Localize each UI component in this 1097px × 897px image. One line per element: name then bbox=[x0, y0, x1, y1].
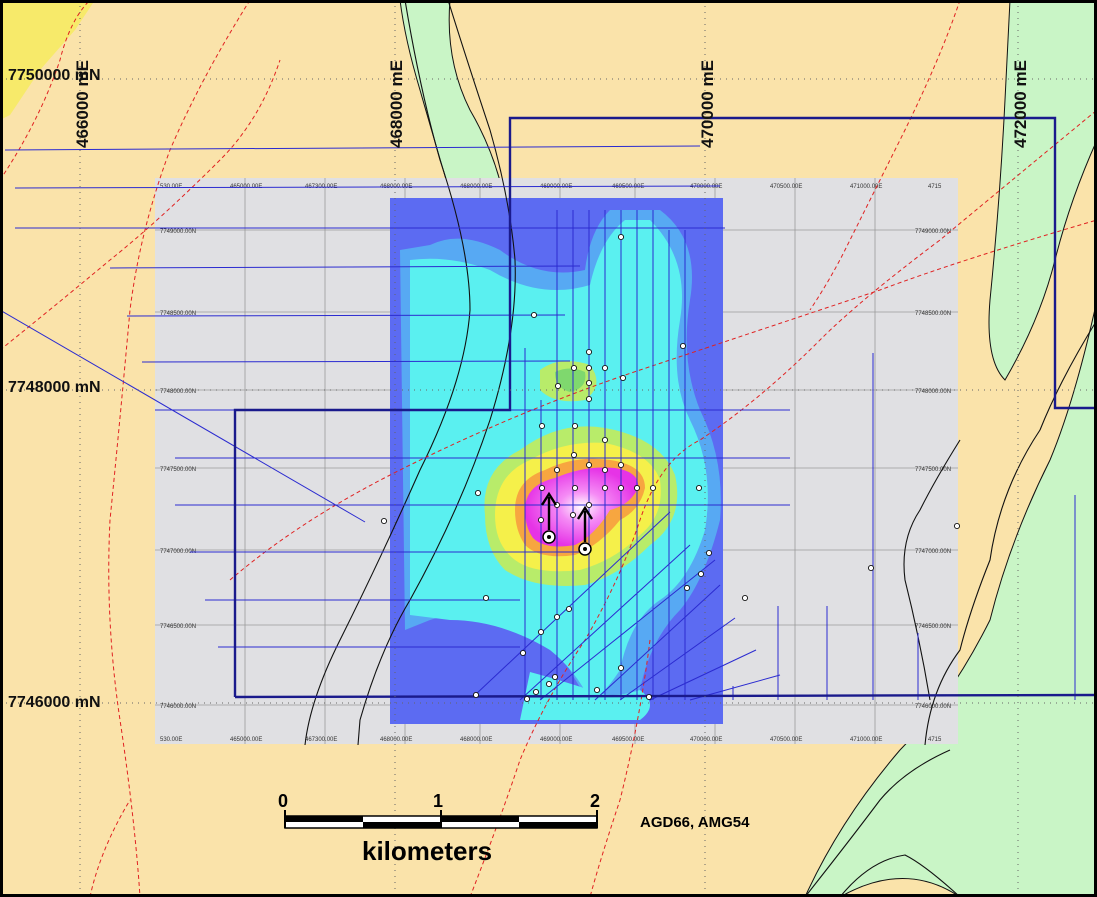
svg-text:470500.00E: 470500.00E bbox=[770, 737, 802, 743]
svg-text:7747000.00N: 7747000.00N bbox=[160, 549, 196, 555]
svg-text:468000.00E: 468000.00E bbox=[380, 737, 412, 743]
scale-unit-label: kilometers bbox=[362, 836, 492, 866]
svg-text:7749000.00N: 7749000.00N bbox=[160, 229, 196, 235]
svg-text:471000.00E: 471000.00E bbox=[850, 737, 882, 743]
svg-text:7747000.00N: 7747000.00N bbox=[915, 549, 951, 555]
drill-target-2 bbox=[576, 505, 594, 556]
easting-label-1: 466000 mE bbox=[73, 60, 92, 148]
survey-lines bbox=[0, 145, 1076, 701]
svg-text:7746500.00N: 7746500.00N bbox=[160, 624, 196, 630]
northing-label-2: 7748000 mN bbox=[8, 379, 101, 396]
svg-text:470500.00E: 470500.00E bbox=[770, 184, 802, 190]
drill-holes bbox=[380, 233, 961, 703]
easting-label-2: 468000 mE bbox=[387, 60, 406, 148]
datum-label: AGD66, AMG54 bbox=[640, 814, 750, 831]
svg-text:7747500.00N: 7747500.00N bbox=[915, 467, 951, 473]
easting-label-4: 472000 mE bbox=[1011, 60, 1030, 148]
svg-text:4715: 4715 bbox=[928, 737, 942, 743]
svg-text:7748500.00N: 7748500.00N bbox=[160, 311, 196, 317]
svg-text:7749000.00N: 7749000.00N bbox=[915, 229, 951, 235]
svg-text:470000.00E: 470000.00E bbox=[690, 184, 722, 190]
svg-text:468000.00E: 468000.00E bbox=[460, 737, 492, 743]
svg-text:469000.00E: 469000.00E bbox=[540, 737, 572, 743]
svg-text:530.00E: 530.00E bbox=[160, 184, 182, 190]
svg-text:4715: 4715 bbox=[928, 184, 942, 190]
svg-text:469000.00E: 469000.00E bbox=[540, 184, 572, 190]
easting-label-3: 470000 mE bbox=[698, 60, 717, 148]
svg-text:7747500.00N: 7747500.00N bbox=[160, 467, 196, 473]
scale-tick-1: 1 bbox=[433, 791, 443, 811]
drill-target-1 bbox=[540, 491, 558, 544]
svg-text:465000.00E: 465000.00E bbox=[230, 737, 262, 743]
svg-text:7746500.00N: 7746500.00N bbox=[915, 624, 951, 630]
svg-text:7748000.00N: 7748000.00N bbox=[160, 389, 196, 395]
svg-text:7748500.00N: 7748500.00N bbox=[915, 311, 951, 317]
scale-bar: 0 1 2 kilometers bbox=[278, 791, 600, 866]
svg-text:471000.00E: 471000.00E bbox=[850, 184, 882, 190]
svg-text:7746000.00N: 7746000.00N bbox=[915, 704, 951, 710]
tenement-boundary bbox=[233, 116, 1097, 699]
svg-text:469500.00E: 469500.00E bbox=[612, 184, 644, 190]
svg-text:469500.00E: 469500.00E bbox=[612, 737, 644, 743]
northing-label-1: 7750000 mN bbox=[8, 67, 101, 84]
scale-tick-2: 2 bbox=[590, 791, 600, 811]
northing-labels: 7750000 mN 7748000 mN 7746000 mN bbox=[8, 67, 101, 711]
svg-text:470000.00E: 470000.00E bbox=[690, 737, 722, 743]
svg-text:7748000.00N: 7748000.00N bbox=[915, 389, 951, 395]
svg-text:467300.00E: 467300.00E bbox=[305, 737, 337, 743]
scale-tick-0: 0 bbox=[278, 791, 288, 811]
northing-label-3: 7746000 mN bbox=[8, 694, 101, 711]
outcrop-band-east-upper bbox=[988, 0, 1097, 381]
easting-labels: 466000 mE 468000 mE 470000 mE 472000 mE bbox=[73, 60, 1030, 148]
anomaly-image bbox=[390, 198, 723, 724]
yellow-region bbox=[0, 0, 95, 120]
svg-text:7746000.00N: 7746000.00N bbox=[160, 704, 196, 710]
svg-text:530.00E: 530.00E bbox=[160, 737, 182, 743]
